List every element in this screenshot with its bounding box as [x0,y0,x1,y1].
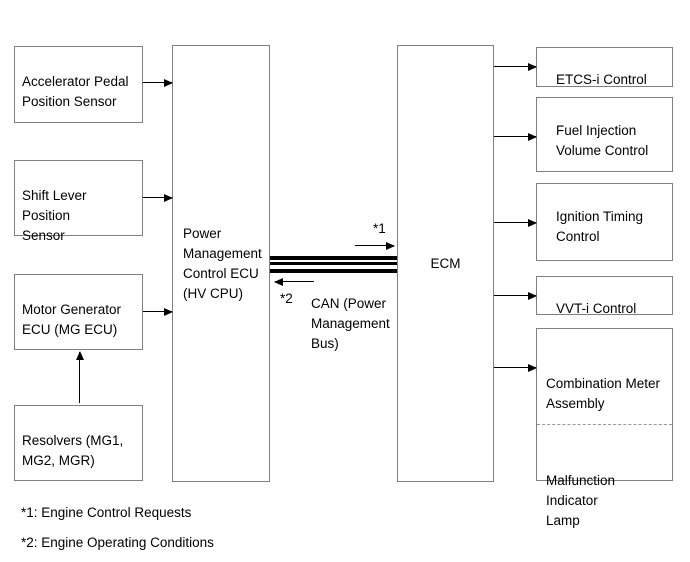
box-ecm: ECM [397,45,494,482]
box-fuel-injection-volume-control: Fuel Injection Volume Control [536,97,673,172]
box-label: Combination Meter Assembly [546,376,661,411]
box-label: VVT-i Control [556,301,637,316]
arrowhead-up-icon [75,351,84,360]
arrowhead-right-icon [164,78,173,87]
arrowhead-right-icon [528,62,537,71]
box-label: Accelerator Pedal Position Sensor [22,74,129,109]
arrow-pm-ecu-to-ecm-requests [355,241,395,250]
box-label: Ignition Timing Control [556,209,644,244]
arrow-ecm-to-etcs-i [494,62,537,71]
footnote-2: *2: Engine Operating Conditions [21,535,214,550]
arrowhead-right-icon [528,291,537,300]
box-ignition-timing-control: Ignition Timing Control [536,183,673,261]
arrow-ecm-to-ignition-timing [494,218,537,227]
can-marker-2: *2 [280,291,293,306]
arrow-ecm-to-fuel-injection [494,132,537,141]
can-bus-line [270,262,397,265]
arrow-mg-ecu-to-pm-ecu [143,307,173,316]
arrowhead-right-icon [164,193,173,202]
arrow-ecm-to-pm-ecu-conditions [274,277,314,286]
can-bus-line [270,256,397,260]
combination-meter-assembly-section: Combination Meter Assembly [537,349,672,425]
box-label: ECM [430,255,461,271]
footnote-1: *1: Engine Control Requests [21,505,192,520]
malfunction-indicator-lamp-section: Malfunction Indicator Lamp [537,445,672,537]
box-vvt-i-control: VVT-i Control [536,276,673,316]
can-bus-label: CAN (Power Management Bus) [311,296,390,351]
box-motor-generator-ecu: Motor Generator ECU (MG ECU) [14,274,143,350]
box-label: ETCS-i Control [556,72,647,87]
box-label: Shift Lever Position Sensor [22,188,87,243]
box-shift-lever-position-sensor: Shift Lever Position Sensor [14,160,143,243]
can-marker-1: *1 [373,221,386,236]
can-bus-lines [270,256,397,273]
arrow-ecm-to-combination-meter [494,363,537,372]
can-bus-line [270,269,397,273]
arrowhead-right-icon [386,241,395,250]
arrow-shift-lever-to-pm-ecu [143,193,173,202]
arrowhead-right-icon [528,132,537,141]
arrowhead-right-icon [528,218,537,227]
box-etcs-i-control: ETCS-i Control [536,47,673,87]
box-label: Resolvers (MG1, MG2, MGR) [22,433,124,468]
arrowhead-left-icon [274,277,283,286]
arrow-accelerator-to-pm-ecu [143,78,173,87]
box-sublabel: Malfunction Indicator Lamp [546,473,616,528]
arrowhead-right-icon [164,307,173,316]
arrowhead-right-icon [528,363,537,372]
box-combination-meter-assembly: Combination Meter Assembly Malfunction I… [536,328,673,528]
box-power-management-control-ecu: Power Management Control ECU (HV CPU) [172,45,270,482]
box-label: Fuel Injection Volume Control [556,123,649,158]
arrow-resolvers-to-mg-ecu [75,351,84,403]
box-label: Motor Generator ECU (MG ECU) [22,302,122,337]
box-label: Power Management Control ECU (HV CPU) [183,225,262,301]
box-resolvers: Resolvers (MG1, MG2, MGR) [14,405,143,481]
box-accelerator-pedal-position-sensor: Accelerator Pedal Position Sensor [14,46,143,123]
arrow-ecm-to-vvt-i [494,291,537,300]
